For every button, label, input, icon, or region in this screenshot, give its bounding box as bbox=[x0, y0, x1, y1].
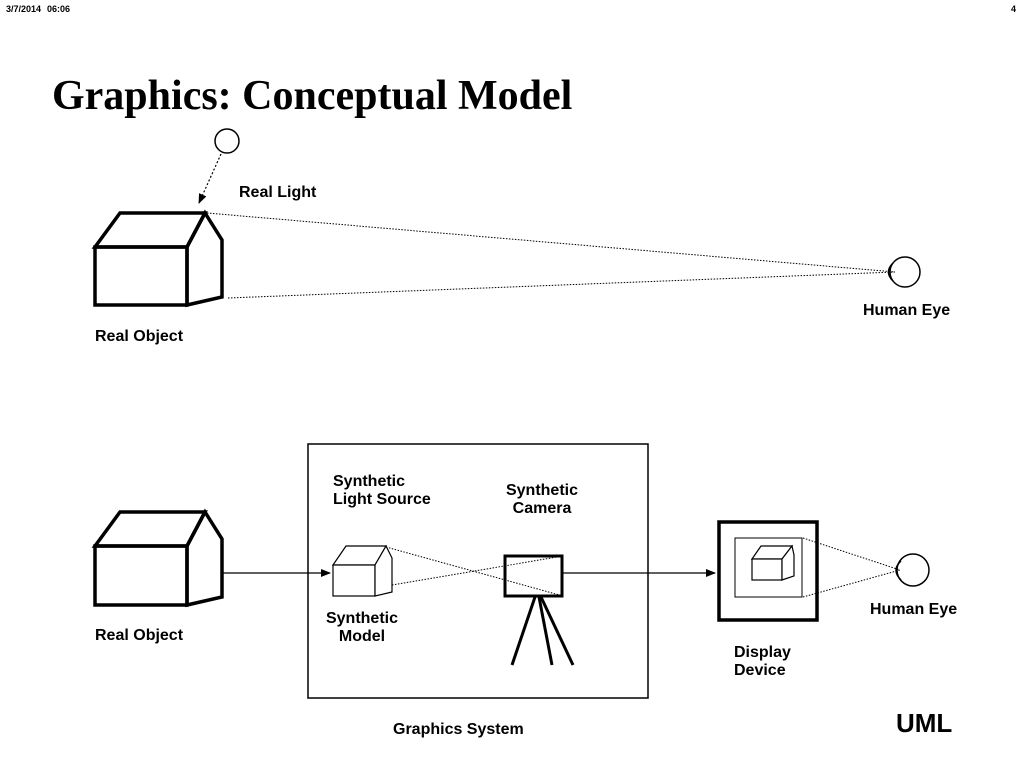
display-device-label: Display Device bbox=[734, 644, 791, 680]
view-line-upper bbox=[802, 537, 901, 571]
synthetic-model-label-line2: Model bbox=[338, 628, 386, 645]
sight-line-lower bbox=[227, 271, 896, 299]
real-object-label: Real Object bbox=[95, 328, 184, 345]
sight-line-upper bbox=[206, 212, 896, 273]
synthetic-model-icon bbox=[331, 544, 393, 597]
human-eye-icon bbox=[895, 553, 930, 587]
human-eye-icon bbox=[887, 256, 921, 288]
synthetic-model-label: Synthetic Model bbox=[321, 610, 403, 646]
display-device-icon bbox=[717, 520, 819, 622]
synthetic-camera-label-line2: Camera bbox=[512, 500, 572, 517]
uml-logo: UML bbox=[896, 708, 953, 738]
synthetic-camera-label-line1: Synthetic bbox=[505, 482, 578, 499]
synthetic-camera-icon bbox=[503, 554, 575, 666]
synthetic-light-source-label-line1: Synthetic bbox=[333, 473, 406, 490]
synthetic-light-source-label: Synthetic Light Source bbox=[333, 473, 431, 509]
page-title: Graphics: Conceptual Model bbox=[52, 73, 573, 119]
light-ray-arrow bbox=[198, 153, 222, 204]
display-device-label-line2: Device bbox=[734, 662, 786, 679]
projection-line-upper bbox=[385, 546, 564, 597]
human-eye-label: Human Eye bbox=[863, 302, 951, 319]
synthetic-model-label-line1: Synthetic bbox=[325, 610, 398, 627]
real-light-label: Real Light bbox=[239, 184, 317, 201]
human-eye-label: Human Eye bbox=[870, 601, 958, 618]
slide-time: 06:06 bbox=[47, 4, 71, 14]
synthetic-light-source-label-line2: Light Source bbox=[333, 491, 431, 508]
graphics-system-box bbox=[307, 443, 649, 699]
real-object-house-icon bbox=[91, 209, 224, 308]
real-light-icon bbox=[214, 128, 240, 154]
synthetic-camera-label: Synthetic Camera bbox=[501, 482, 583, 518]
display-device-label-line1: Display bbox=[734, 644, 791, 661]
real-object-house-icon bbox=[91, 508, 224, 608]
real-object-label: Real Object bbox=[95, 627, 184, 644]
slide-page-number: 4 bbox=[1010, 4, 1016, 14]
graphics-system-label: Graphics System bbox=[393, 721, 524, 738]
projection-line-lower bbox=[391, 555, 564, 586]
slide-date: 3/7/2014 bbox=[6, 4, 42, 14]
slide-date-time: 3/7/2014 06:06 bbox=[6, 4, 70, 14]
